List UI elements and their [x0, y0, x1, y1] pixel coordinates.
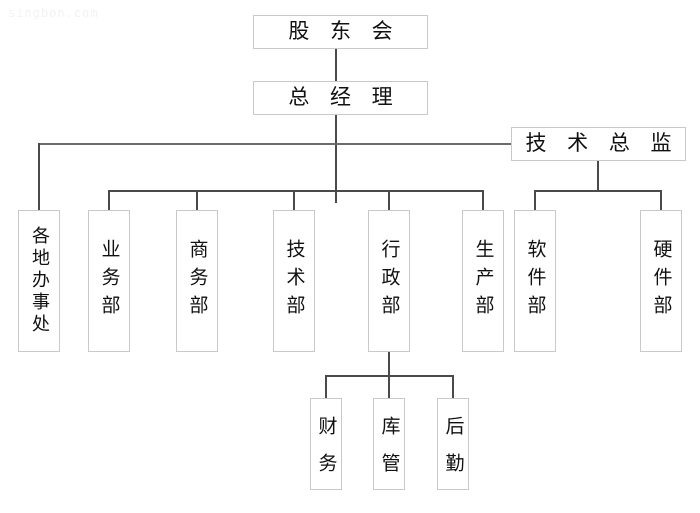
connector-to-business-dept: [108, 190, 110, 210]
node-hardware-dept-label: 硬件部: [650, 239, 673, 323]
node-finance-label: 财务: [315, 416, 338, 490]
node-warehouse-label: 库管: [378, 416, 401, 490]
node-admin-dept[interactable]: 行政部: [368, 210, 410, 352]
connector-shareholders-to-gm: [335, 49, 337, 81]
node-regional-offices[interactable]: 各地办事处: [18, 210, 60, 352]
node-business-dept-label: 业务部: [98, 239, 121, 323]
bus-bar-lower: [108, 190, 483, 192]
node-commerce-dept-label: 商务部: [186, 239, 209, 323]
connector-to-software-dept: [534, 190, 536, 210]
node-tech-director-label: 技 术 总 监: [525, 131, 679, 156]
node-general-manager-label: 总 经 理: [288, 85, 400, 110]
node-general-manager[interactable]: 总 经 理: [253, 81, 428, 115]
node-warehouse[interactable]: 库管: [373, 398, 405, 490]
bus-bar-upper: [39, 143, 511, 145]
node-software-dept-label: 软件部: [524, 239, 547, 323]
watermark-text: singbon.com: [8, 6, 99, 20]
node-logistics-label: 后勤: [442, 416, 465, 490]
node-technical-dept-label: 技术部: [283, 239, 306, 323]
node-business-dept[interactable]: 业务部: [88, 210, 130, 352]
bus-bar-tech-director: [534, 190, 662, 192]
node-regional-offices-label: 各地办事处: [29, 226, 50, 336]
node-software-dept[interactable]: 软件部: [514, 210, 556, 352]
node-admin-dept-label: 行政部: [378, 239, 401, 323]
connector-to-logistics: [452, 375, 454, 398]
connector-tech-director-trunk: [597, 161, 599, 191]
node-logistics[interactable]: 后勤: [437, 398, 469, 490]
node-tech-director[interactable]: 技 术 总 监: [511, 127, 686, 161]
node-hardware-dept[interactable]: 硬件部: [640, 210, 682, 352]
connector-to-admin-dept: [388, 190, 390, 210]
connector-to-technical-dept: [293, 190, 295, 210]
node-production-dept-label: 生产部: [472, 239, 495, 323]
node-production-dept[interactable]: 生产部: [462, 210, 504, 352]
connector-gm-trunk: [335, 115, 337, 203]
node-commerce-dept[interactable]: 商务部: [176, 210, 218, 352]
connector-to-production-dept: [482, 190, 484, 210]
connector-to-warehouse: [388, 375, 390, 398]
node-finance[interactable]: 财务: [310, 398, 342, 490]
connector-to-commerce-dept: [196, 190, 198, 210]
node-technical-dept[interactable]: 技术部: [273, 210, 315, 352]
connector-to-hardware-dept: [660, 190, 662, 210]
node-shareholders[interactable]: 股 东 会: [253, 15, 428, 49]
connector-to-finance: [325, 375, 327, 398]
connector-to-regional-offices: [38, 143, 40, 210]
node-shareholders-label: 股 东 会: [288, 19, 400, 44]
connector-admin-trunk: [388, 352, 390, 376]
